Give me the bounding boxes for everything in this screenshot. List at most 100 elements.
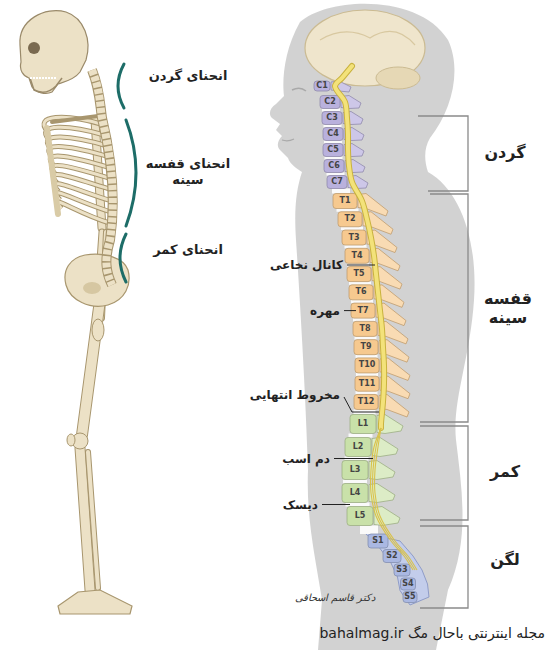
curve-label: انحنای گردن [149, 68, 228, 84]
disc [349, 282, 371, 285]
spinal-column [314, 66, 429, 605]
spinal-cord-outline [335, 66, 384, 428]
hand [92, 319, 104, 341]
vertebral-body [354, 340, 378, 355]
vertebral-body [338, 212, 362, 227]
vertebral-body [320, 96, 340, 109]
vertebral-body [354, 394, 378, 409]
region-brackets [418, 116, 468, 608]
vertebra-label: S4 [402, 580, 413, 588]
curve-bracket [118, 64, 124, 108]
mouth-mark [282, 139, 294, 141]
vertebra-label: L1 [358, 420, 369, 428]
vertebra-label: T10 [359, 361, 376, 369]
vertebra-label: S1 [372, 537, 383, 545]
disc [337, 209, 359, 212]
part-label: مخروط انتهایی [250, 388, 340, 402]
vertebral-body [401, 578, 416, 590]
vertebral-body [342, 230, 366, 245]
part-label: کانال نخاعی [270, 258, 343, 272]
curve-label: انحنای قفسه سینه [142, 156, 234, 187]
disc [341, 227, 363, 230]
region-label: قفسه سینه [478, 289, 538, 327]
disc [355, 336, 377, 339]
vertebral-body [345, 438, 371, 457]
vertebral-body [327, 176, 347, 189]
vertebral-body [355, 376, 379, 391]
disc [351, 300, 373, 303]
vertebra-label: T1 [339, 197, 350, 205]
brain-fold [320, 31, 415, 45]
vertebra-label: C5 [327, 146, 338, 154]
bracket [418, 116, 468, 191]
vertebral-body [353, 321, 377, 336]
vertebra-label: T12 [358, 398, 375, 406]
disc [322, 109, 340, 112]
leader-line [334, 458, 373, 459]
vertebral-body [333, 194, 357, 209]
cauda-equina [374, 428, 417, 570]
disc [325, 157, 343, 160]
vertebral-body [403, 592, 417, 603]
curve-bracket [120, 234, 126, 282]
vertebra-label: T6 [355, 288, 366, 296]
spine-outline [92, 70, 113, 285]
jaw [30, 78, 62, 92]
part-label: مهره [310, 303, 340, 317]
rib [57, 202, 110, 223]
region-label: گردن [484, 143, 525, 162]
disc [327, 173, 345, 176]
watermark: مجله اینترنتی باحال مگ bahalmag.ir [319, 625, 545, 642]
clavicle [52, 116, 98, 122]
disc [324, 125, 342, 128]
vertebral-body [323, 128, 343, 141]
disc [332, 189, 350, 194]
rib-outline [57, 202, 110, 223]
vertebral-body [350, 415, 376, 434]
vertebral-body [323, 144, 343, 157]
vertebral-body [342, 461, 368, 480]
vertebra-label: S2 [386, 552, 397, 560]
vertebral-body [355, 358, 379, 373]
vertebral-body [349, 285, 373, 300]
vertebra-label: L3 [350, 466, 361, 474]
spinal-cord [335, 66, 384, 428]
vertebra-label: T5 [353, 270, 364, 278]
disc [349, 434, 373, 438]
spine-vertebrae [92, 70, 113, 285]
bracket [420, 426, 468, 520]
vertebra-label: T11 [359, 380, 376, 388]
part-label: دیسک [283, 497, 318, 511]
bone-outline [88, 452, 98, 588]
vertebra-label: C1 [316, 82, 327, 90]
vertebral-body [322, 112, 342, 125]
patella [67, 434, 75, 446]
vertebra-label: T7 [357, 307, 368, 315]
vertebra-label: T8 [359, 325, 370, 333]
vertebral-body [314, 81, 330, 91]
vertebra-label: L5 [355, 512, 366, 520]
disc [356, 391, 378, 394]
leader-lines [322, 265, 379, 505]
vertebra-label: S3 [396, 566, 407, 574]
disc [324, 141, 342, 144]
vertebra-label: L4 [350, 489, 361, 497]
sternum [47, 128, 58, 214]
signature: دکتر قاسم اسحاقی [295, 592, 375, 604]
foot [58, 590, 132, 614]
vertebra-label: C3 [326, 114, 337, 122]
cauda-equina [372, 428, 415, 570]
leader-line [322, 504, 350, 505]
leader-line [344, 397, 379, 412]
teeth [30, 77, 56, 79]
vertebra-label: C4 [327, 130, 338, 138]
vertebral-body [347, 507, 373, 526]
disc [353, 318, 375, 321]
pelvis-hole [83, 282, 101, 294]
cerebellum [376, 67, 420, 89]
curve-label: انحنای کمر [153, 242, 223, 258]
vertebra-label: T3 [348, 234, 359, 242]
cauda-equina [370, 428, 413, 570]
vertebral-body [324, 160, 344, 173]
vertebra-label: T2 [344, 215, 355, 223]
